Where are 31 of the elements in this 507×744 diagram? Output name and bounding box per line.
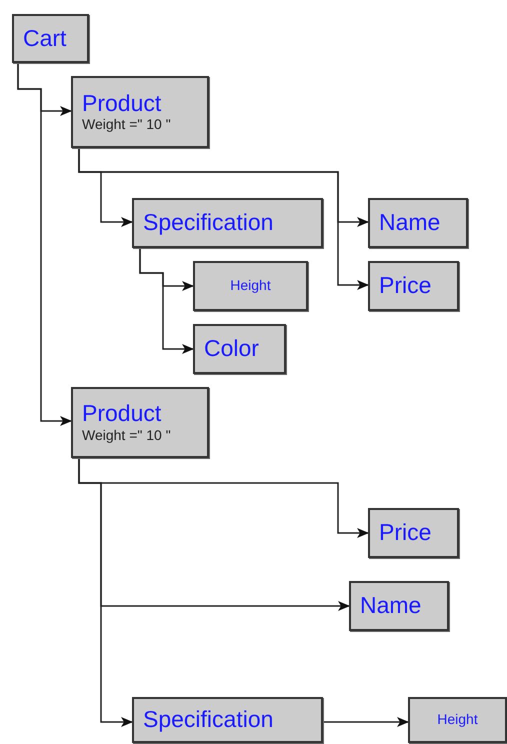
arrow xyxy=(78,458,133,727)
element-name: Name xyxy=(360,593,422,619)
element-name: Product xyxy=(82,90,162,116)
element-box xyxy=(349,581,449,631)
element-name: Specification xyxy=(143,707,274,733)
element-box xyxy=(132,697,323,743)
attribute-text: Weight =" 10 " xyxy=(82,426,171,444)
element-name: Name xyxy=(379,210,440,236)
element-name: Cart xyxy=(23,26,66,52)
arrow xyxy=(323,717,409,727)
element-name: Specification xyxy=(143,210,274,236)
arrow xyxy=(78,148,369,290)
attribute-text: Weight =" 10 " xyxy=(82,116,171,134)
arrow xyxy=(17,63,72,426)
element-box xyxy=(368,198,468,248)
element-box xyxy=(193,324,286,374)
element-box xyxy=(193,261,308,311)
element-name: Product xyxy=(82,401,162,427)
element-box xyxy=(71,387,209,458)
element-name: Color xyxy=(204,336,259,362)
arrow xyxy=(139,248,194,354)
element-box xyxy=(368,508,459,558)
element-box xyxy=(408,697,507,743)
element-box xyxy=(12,14,89,63)
element-name: Height xyxy=(230,278,271,294)
element-name: Price xyxy=(379,273,432,299)
element-box xyxy=(132,198,323,248)
element-name: Height xyxy=(437,712,478,728)
element-name: Price xyxy=(379,520,432,546)
element-box xyxy=(368,261,459,311)
element-box xyxy=(71,76,209,148)
